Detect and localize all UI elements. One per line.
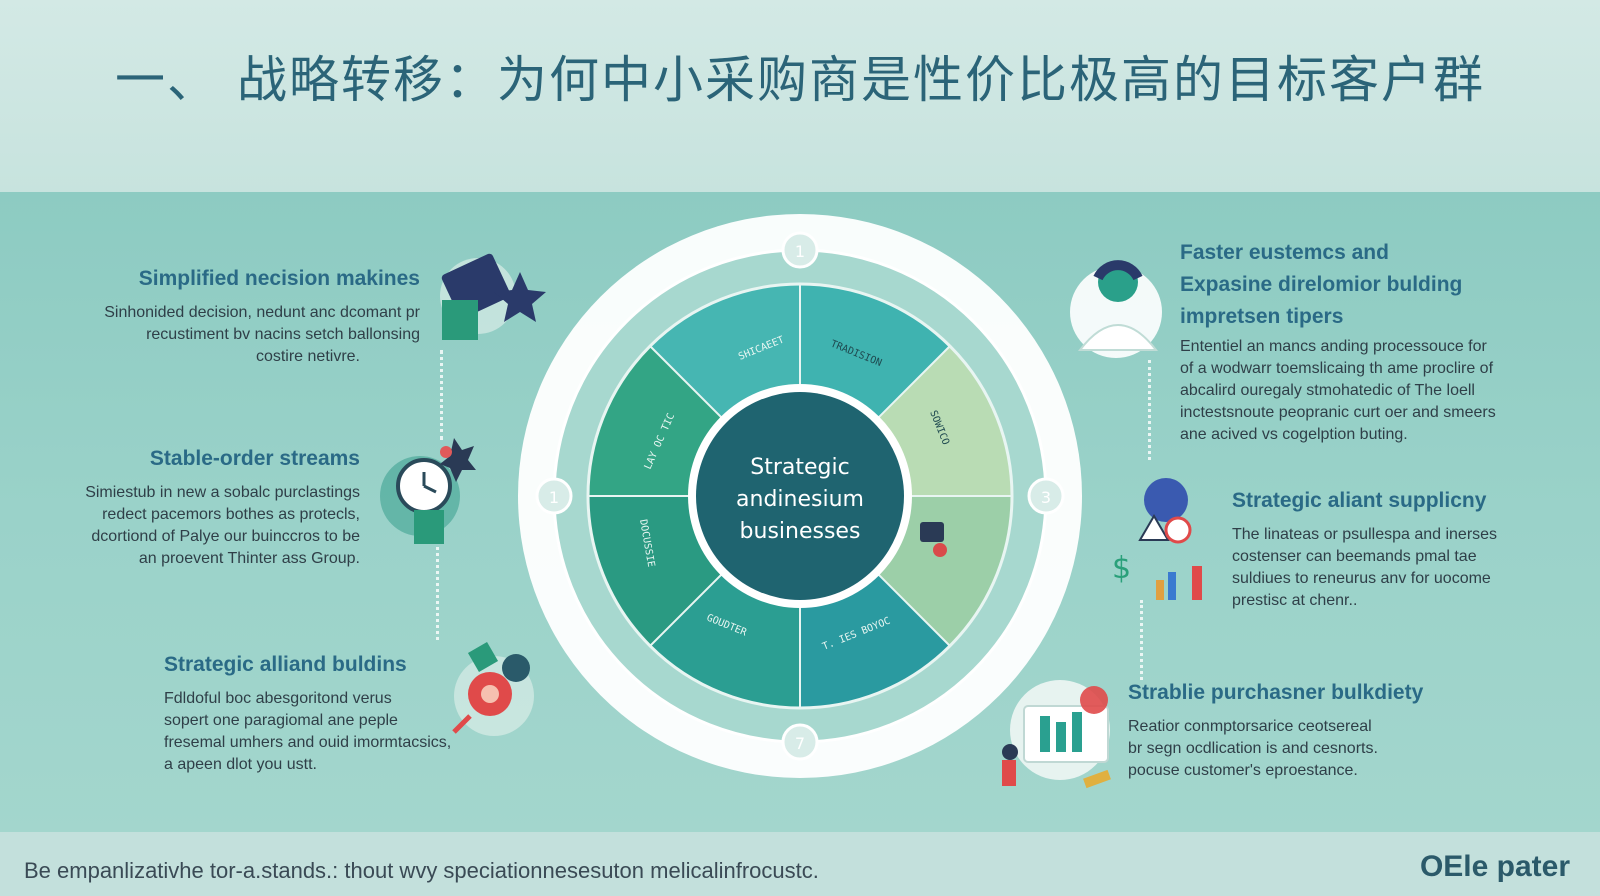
left-block-1-title: Simplified necision makines (138, 267, 420, 290)
right-block-3-line-1: Reatior conmptorsarice ceotsereal (1128, 718, 1372, 735)
marker-left: 1 (549, 488, 559, 507)
left-block-3-line-4: a apeen dlot you ustt. (164, 756, 317, 773)
gears-target-icon (452, 641, 534, 736)
finance-chart-icon: $ (1112, 478, 1202, 600)
presenter-figure-icon (933, 543, 947, 557)
right-block-1-line-4: inctestsnoute peopranic curt oer and sme… (1180, 404, 1496, 421)
right-block-3-line-2: br segn ocdlication is and cesnorts. (1128, 740, 1378, 757)
left-block-2-line-2: redect pacemors bothes as protecls, (102, 506, 360, 523)
left-block-3-line-3: fresemal umhers and ouid imormtacsics, (164, 734, 452, 751)
right-block-3: Strablie purchasner bulkdiety Reatior co… (1128, 678, 1488, 782)
right-block-3-line-3: pocuse customer's eproestance. (1128, 762, 1358, 779)
footer-text: Be empanlizativhe tor-a.stands.: thout w… (24, 858, 819, 883)
core-line-1: Strategic (750, 455, 849, 480)
right-block-2-title: Strategic aliant supplicny (1232, 489, 1487, 512)
left-block-3-title: Strategic alliand buldins (164, 653, 407, 676)
right-block-1-line-1: Ententiel an mancs anding processouce fo… (1180, 338, 1487, 355)
left-block-1: Simplified necision makines Sinhonided d… (40, 264, 420, 368)
left-block-2-title: Stable-order streams (149, 447, 360, 470)
core-line-3: businesses (740, 519, 861, 544)
left-block-3: Strategic alliand buldins Fdldoful boc a… (164, 650, 484, 776)
right-block-1-line-5: ane acived vs cogelption buting. (1180, 426, 1408, 443)
right-block-3-title: Strablie purchasner bulkdiety (1128, 681, 1424, 704)
document-star-icon (440, 253, 546, 340)
track-markers: 1 1 3 7 (535, 231, 1065, 761)
right-block-2-line-1: The linateas or psullespa and inerses (1232, 526, 1498, 543)
presenter-icon (920, 522, 944, 542)
marker-right: 3 (1041, 488, 1051, 507)
core-circle (696, 392, 904, 600)
header-background (0, 0, 1600, 192)
right-block-2-line-3: suldiues to reneurus anv for uocome (1232, 570, 1491, 587)
right-block-1-line-3: abcalird ouregaly stmohatedic of The loe… (1180, 382, 1475, 399)
left-block-2-line-4: an proevent Thinter ass Group. (138, 550, 360, 567)
left-block-2-line-1: Simiestub in new a sobalc purclastings (85, 484, 360, 501)
alarm-clock-icon (380, 438, 476, 544)
right-block-2-line-2: costenser can beemands pmal tae (1232, 548, 1477, 565)
left-block-3-line-1: Fdldoful boc abesgoritond verus (164, 690, 392, 707)
connector-left-2 (436, 540, 439, 640)
left-block-2-line-3: dcortiond of Palye our buinccros to be (91, 528, 360, 545)
connector-right-2 (1140, 600, 1143, 680)
left-block-1-line-1: Sinhonided decision, nedunt anc dcomant … (104, 304, 420, 321)
right-block-1: Faster eustemcs and Expasine direlomior … (1180, 238, 1560, 446)
connector-left-1 (440, 350, 443, 440)
page-title: 一、 战略转移：为何中小采购商是性价比极高的目标客户群 (115, 51, 1485, 109)
right-block-2: Strategic aliant supplicny The linateas … (1232, 486, 1572, 612)
right-block-2-line-4: prestisc at chenr.. (1232, 592, 1358, 609)
left-block-1-line-3: costire netivre. (255, 348, 360, 365)
right-block-1-title-2: Expasine direlomior bulding (1180, 273, 1463, 296)
left-block-3-line-2: sopert one paragiomal ane peple (164, 712, 398, 729)
right-block-1-title-1: Faster eustemcs and (1180, 241, 1389, 264)
left-block-2: Stable-order streams Simiestub in new a … (40, 444, 360, 570)
marker-top: 1 (795, 242, 805, 261)
data-board-icon (1002, 680, 1111, 789)
brand-logo: OEle pater (1419, 850, 1570, 883)
core-line-2: andinesium (736, 487, 864, 512)
footer-bar (0, 832, 1600, 896)
right-block-1-line-2: of a wodwarr toemslicaing th ame proclir… (1180, 360, 1494, 377)
left-block-1-line-2: recustiment bv nacins setch ballonsing (146, 326, 420, 343)
marker-bottom: 7 (795, 734, 805, 753)
right-block-1-title-3: impretsen tipers (1180, 305, 1344, 328)
connector-right-1 (1148, 360, 1151, 460)
svg-text:$: $ (1112, 551, 1131, 586)
person-headset-icon (1070, 260, 1162, 358)
segment-outer-stroke (586, 282, 1014, 710)
